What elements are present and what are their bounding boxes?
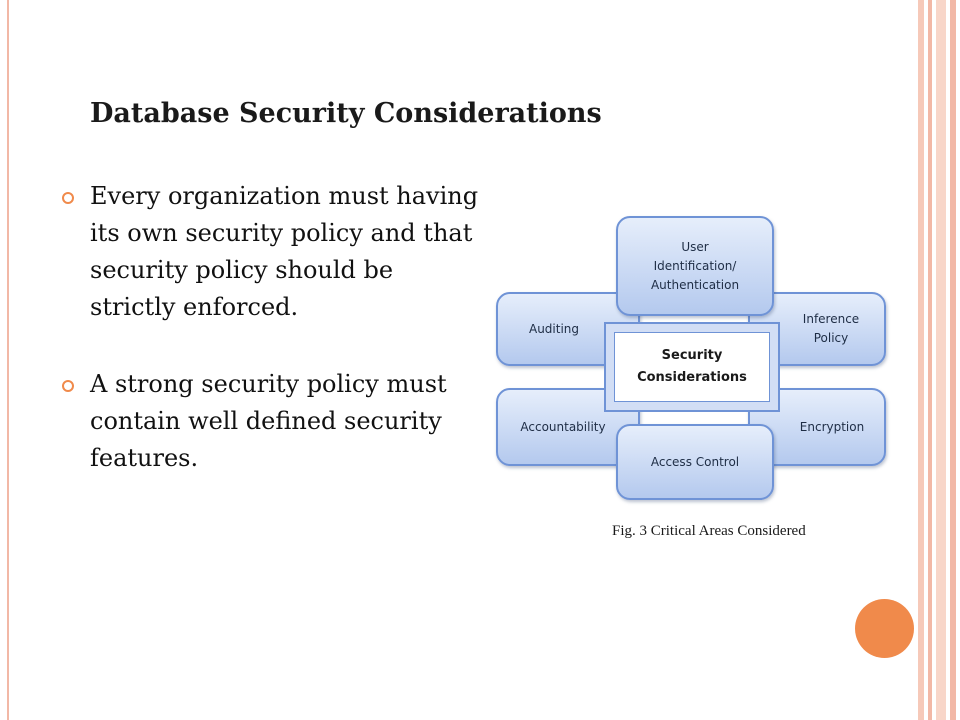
- center-label-line1: Security: [661, 348, 723, 363]
- bullet-list: Every organization must having its own s…: [62, 178, 482, 477]
- figure-caption: Fig. 3 Critical Areas Considered: [612, 523, 806, 539]
- encryption-label: Encryption: [799, 419, 865, 434]
- slide-frame-left-border: [7, 0, 9, 720]
- bullet-ring-icon: [62, 380, 74, 392]
- bullet-text: Every organization must having its own s…: [90, 182, 479, 321]
- center-label-line2: Considerations: [637, 370, 747, 385]
- security-considerations-diagram: Auditing Inference Policy Accountability…: [492, 212, 892, 502]
- center-security-label: Security Considerations: [614, 332, 770, 402]
- user-authentication-box: User Identification/ Authentication: [616, 216, 774, 316]
- bullet-text: A strong security policy must contain we…: [90, 370, 447, 472]
- user-auth-line2: Identification/: [653, 258, 737, 273]
- bullet-item: Every organization must having its own s…: [62, 178, 482, 326]
- slide-title: Database Security Considerations: [90, 98, 602, 129]
- inference-label-line1: Inference: [802, 312, 860, 326]
- decorative-orange-circle: [855, 599, 914, 658]
- accountability-label: Accountability: [520, 419, 606, 434]
- auditing-label: Auditing: [528, 321, 580, 336]
- user-auth-line1: User: [681, 239, 709, 254]
- inference-label-line2: Policy: [813, 331, 849, 345]
- access-control-box: Access Control: [616, 424, 774, 500]
- bullet-item: A strong security policy must contain we…: [62, 366, 482, 477]
- bullet-ring-icon: [62, 192, 74, 204]
- center-security-box: Security Considerations: [604, 322, 780, 412]
- slide-frame-right-stripes: [918, 0, 960, 720]
- user-auth-line3: Authentication: [650, 277, 740, 292]
- access-control-label: Access Control: [650, 454, 740, 469]
